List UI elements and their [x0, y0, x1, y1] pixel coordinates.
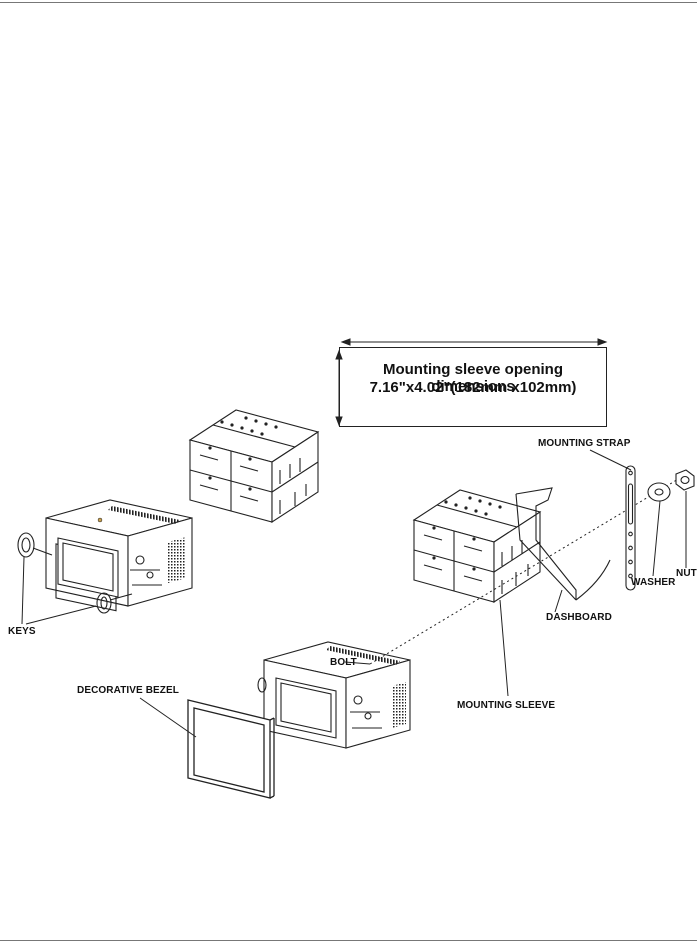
washer [647, 482, 671, 502]
label-leaders [139, 449, 687, 738]
label-decorative-bezel: DECORATIVE BEZEL [77, 685, 179, 696]
label-nut: NUT [676, 568, 697, 579]
head-unit-center [257, 641, 411, 749]
top-rule [0, 2, 697, 3]
dashboard [515, 487, 611, 601]
label-keys: KEYS [8, 626, 36, 637]
label-mounting-sleeve: MOUNTING SLEEVE [457, 700, 556, 711]
label-bolt: BOLT [330, 657, 357, 668]
bottom-rule [0, 940, 697, 941]
mounting-sleeve-lower [412, 489, 542, 604]
dimension-box: Mounting sleeve opening dimensions 7.16"… [339, 347, 607, 427]
head-unit-left [17, 499, 193, 614]
mounting-sleeve-upper [188, 409, 320, 524]
dimension-value: 7.16"x4.02"(182mm x102mm) [369, 379, 577, 396]
nut [675, 469, 695, 491]
label-mounting-strap: MOUNTING STRAP [538, 438, 631, 449]
mounting-strap [625, 465, 636, 591]
dimension-title: Mounting sleeve opening dimensions [382, 361, 563, 395]
decorative-bezel [187, 699, 275, 799]
label-dashboard: DASHBOARD [546, 612, 612, 623]
keys-leaders [21, 556, 97, 625]
label-washer: WASHER [631, 577, 676, 588]
